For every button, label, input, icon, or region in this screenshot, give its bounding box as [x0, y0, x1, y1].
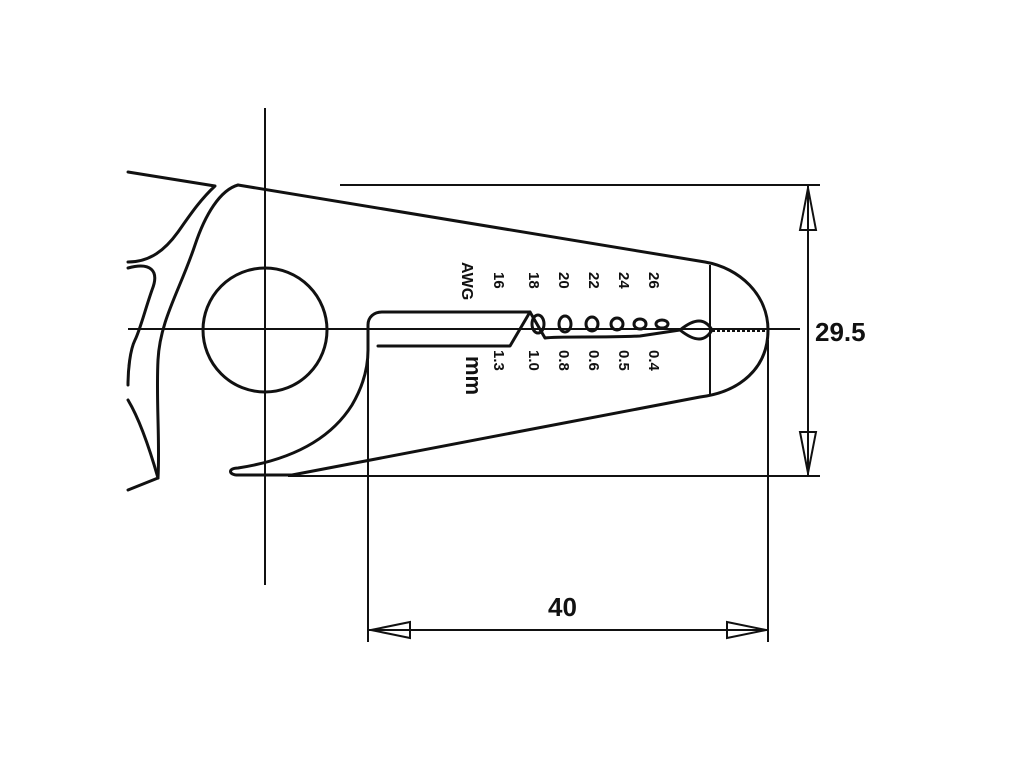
length-arrow-right	[726, 620, 767, 640]
mm-value-1.3: 1.3	[490, 350, 507, 371]
handle-lower-outline	[126, 398, 160, 492]
awg-values: 16 18 20 22 24 26	[490, 272, 662, 289]
gauge-notch-4	[632, 317, 648, 331]
awg-value-18: 18	[525, 272, 542, 289]
pivot-circle	[201, 266, 329, 394]
mm-value-0.8: 0.8	[555, 350, 572, 371]
gauge-notch-3	[609, 316, 625, 332]
handle-slot-outline	[126, 264, 157, 387]
awg-value-22: 22	[585, 272, 602, 289]
stripping-groove	[376, 310, 682, 348]
mm-value-0.4: 0.4	[645, 350, 662, 372]
gauge-notch-5	[654, 318, 670, 330]
jaw-upper-inner-outline	[155, 183, 240, 480]
mm-value-0.6: 0.6	[585, 350, 602, 371]
awg-value-26: 26	[645, 272, 662, 289]
gauge-notch-1	[557, 314, 573, 334]
mm-values: 1.3 1.0 0.8 0.6 0.5 0.4	[490, 350, 662, 372]
height-arrow-top	[798, 187, 818, 231]
awg-value-24: 24	[615, 272, 632, 289]
awg-value-20: 20	[555, 272, 572, 289]
mm-value-0.5: 0.5	[615, 350, 632, 371]
awg-value-16: 16	[490, 272, 507, 289]
awg-unit-label: AWG	[458, 262, 475, 300]
length-arrow-left	[370, 620, 411, 640]
gauge-notches	[530, 313, 670, 335]
mm-value-1.0: 1.0	[525, 350, 542, 371]
gauge-notch-0	[530, 313, 546, 335]
length-dimension-label: 40	[548, 592, 577, 622]
mm-unit-label: mm	[461, 356, 486, 395]
gauge-notch-2	[584, 315, 600, 333]
handle-upper-outline	[126, 170, 217, 264]
height-arrow-bottom	[798, 431, 818, 474]
height-dimension-label: 29.5	[815, 317, 866, 347]
